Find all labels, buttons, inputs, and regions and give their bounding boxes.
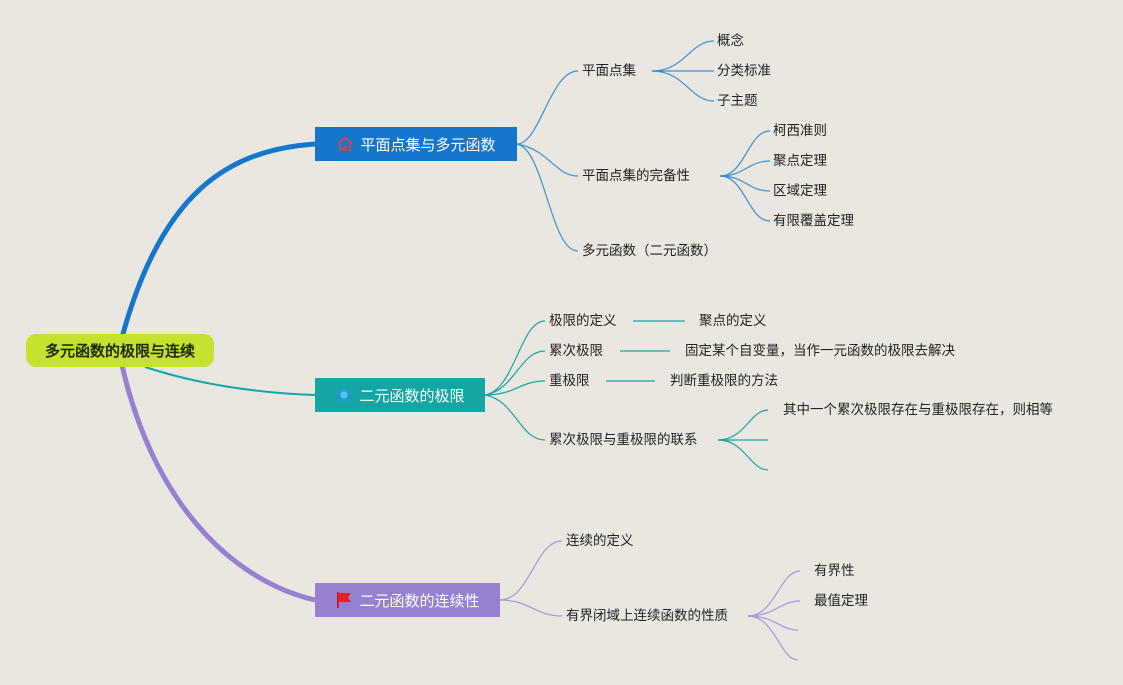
topic-accumulation-point-theorem[interactable]: 聚点定理	[773, 153, 827, 169]
branch-1-label: 平面点集与多元函数	[360, 135, 496, 154]
topic-subtopic[interactable]: 子主题	[717, 93, 758, 109]
topic-limit-relation[interactable]: 累次极限与重极限的联系	[549, 432, 698, 448]
link-b2-c4	[484, 394, 546, 441]
topic-cauchy[interactable]: 柯西准则	[773, 123, 827, 139]
topic-classification[interactable]: 分类标准	[717, 63, 771, 79]
root-to-branch-1	[117, 141, 316, 346]
topic-double-limit-method[interactable]: 判断重极限的方法	[670, 373, 778, 389]
link-b2-c3	[484, 380, 546, 396]
topic-finite-cover[interactable]: 有限覆盖定理	[773, 213, 854, 229]
topic-plane-point-set[interactable]: 平面点集	[582, 63, 636, 79]
link-b3-c2-l3	[747, 615, 799, 631]
link-b1-c2	[516, 143, 579, 177]
link-b1-c1-l3	[651, 70, 715, 102]
link-b1-c3	[516, 143, 579, 252]
root-to-branch-3	[117, 355, 316, 603]
topic-extreme-value-theorem[interactable]: 最值定理	[814, 593, 868, 609]
link-b2-c2	[484, 350, 546, 396]
topic-closed-region-properties[interactable]: 有界闭域上连续函数的性质	[566, 608, 728, 624]
link-b1-c1-l1	[651, 40, 715, 72]
root-to-branch-2	[144, 366, 316, 396]
topic-region-theorem[interactable]: 区域定理	[773, 183, 827, 199]
topic-iterated-limit[interactable]: 累次极限	[549, 343, 603, 359]
link-b2-c4-l1	[717, 409, 769, 441]
branch-3-label: 二元函数的连续性	[359, 591, 480, 610]
link-b3-c1	[499, 540, 563, 601]
root-topic-label: 多元函数的极限与连续	[44, 342, 195, 360]
link-b1-c2-l2	[719, 160, 771, 177]
link-b3-c2	[499, 599, 563, 617]
branch-plane-point-set[interactable]: 平面点集与多元函数	[315, 127, 517, 161]
link-b3-c2-l1	[747, 570, 801, 617]
home-icon	[336, 135, 354, 153]
topic-completeness[interactable]: 平面点集的完备性	[582, 168, 690, 184]
link-b1-c2-l3	[719, 175, 771, 192]
circle-icon	[335, 386, 353, 404]
topic-iterated-limit-note[interactable]: 固定某个自变量，当作一元函数的极限去解决	[685, 343, 955, 359]
topic-concept[interactable]: 概念	[717, 33, 744, 49]
link-b3-c2-l2	[747, 600, 801, 617]
topic-double-limit[interactable]: 重极限	[549, 373, 590, 389]
topic-accumulation-point-definition[interactable]: 聚点的定义	[699, 313, 767, 329]
link-b1-c1	[516, 70, 579, 145]
link-b2-c1	[484, 320, 546, 396]
link-b1-c2-l4	[719, 175, 771, 222]
branch-limit[interactable]: 二元函数的极限	[315, 378, 485, 412]
topic-continuity-definition[interactable]: 连续的定义	[566, 533, 634, 549]
topic-multivariate-function[interactable]: 多元函数（二元函数）	[582, 243, 717, 259]
link-b1-c2-l1	[719, 130, 771, 177]
root-topic[interactable]: 多元函数的极限与连续	[26, 334, 214, 367]
link-b3-c2-l4	[747, 615, 799, 661]
branch-2-label: 二元函数的极限	[359, 386, 465, 405]
flag-icon	[335, 591, 353, 609]
topic-boundedness[interactable]: 有界性	[814, 563, 855, 579]
link-b2-c4-l3	[717, 439, 769, 471]
topic-limit-relation-note[interactable]: 其中一个累次极限存在与重极限存在，则相等	[783, 402, 1053, 418]
branch-continuity[interactable]: 二元函数的连续性	[315, 583, 500, 617]
topic-limit-definition[interactable]: 极限的定义	[549, 313, 617, 329]
